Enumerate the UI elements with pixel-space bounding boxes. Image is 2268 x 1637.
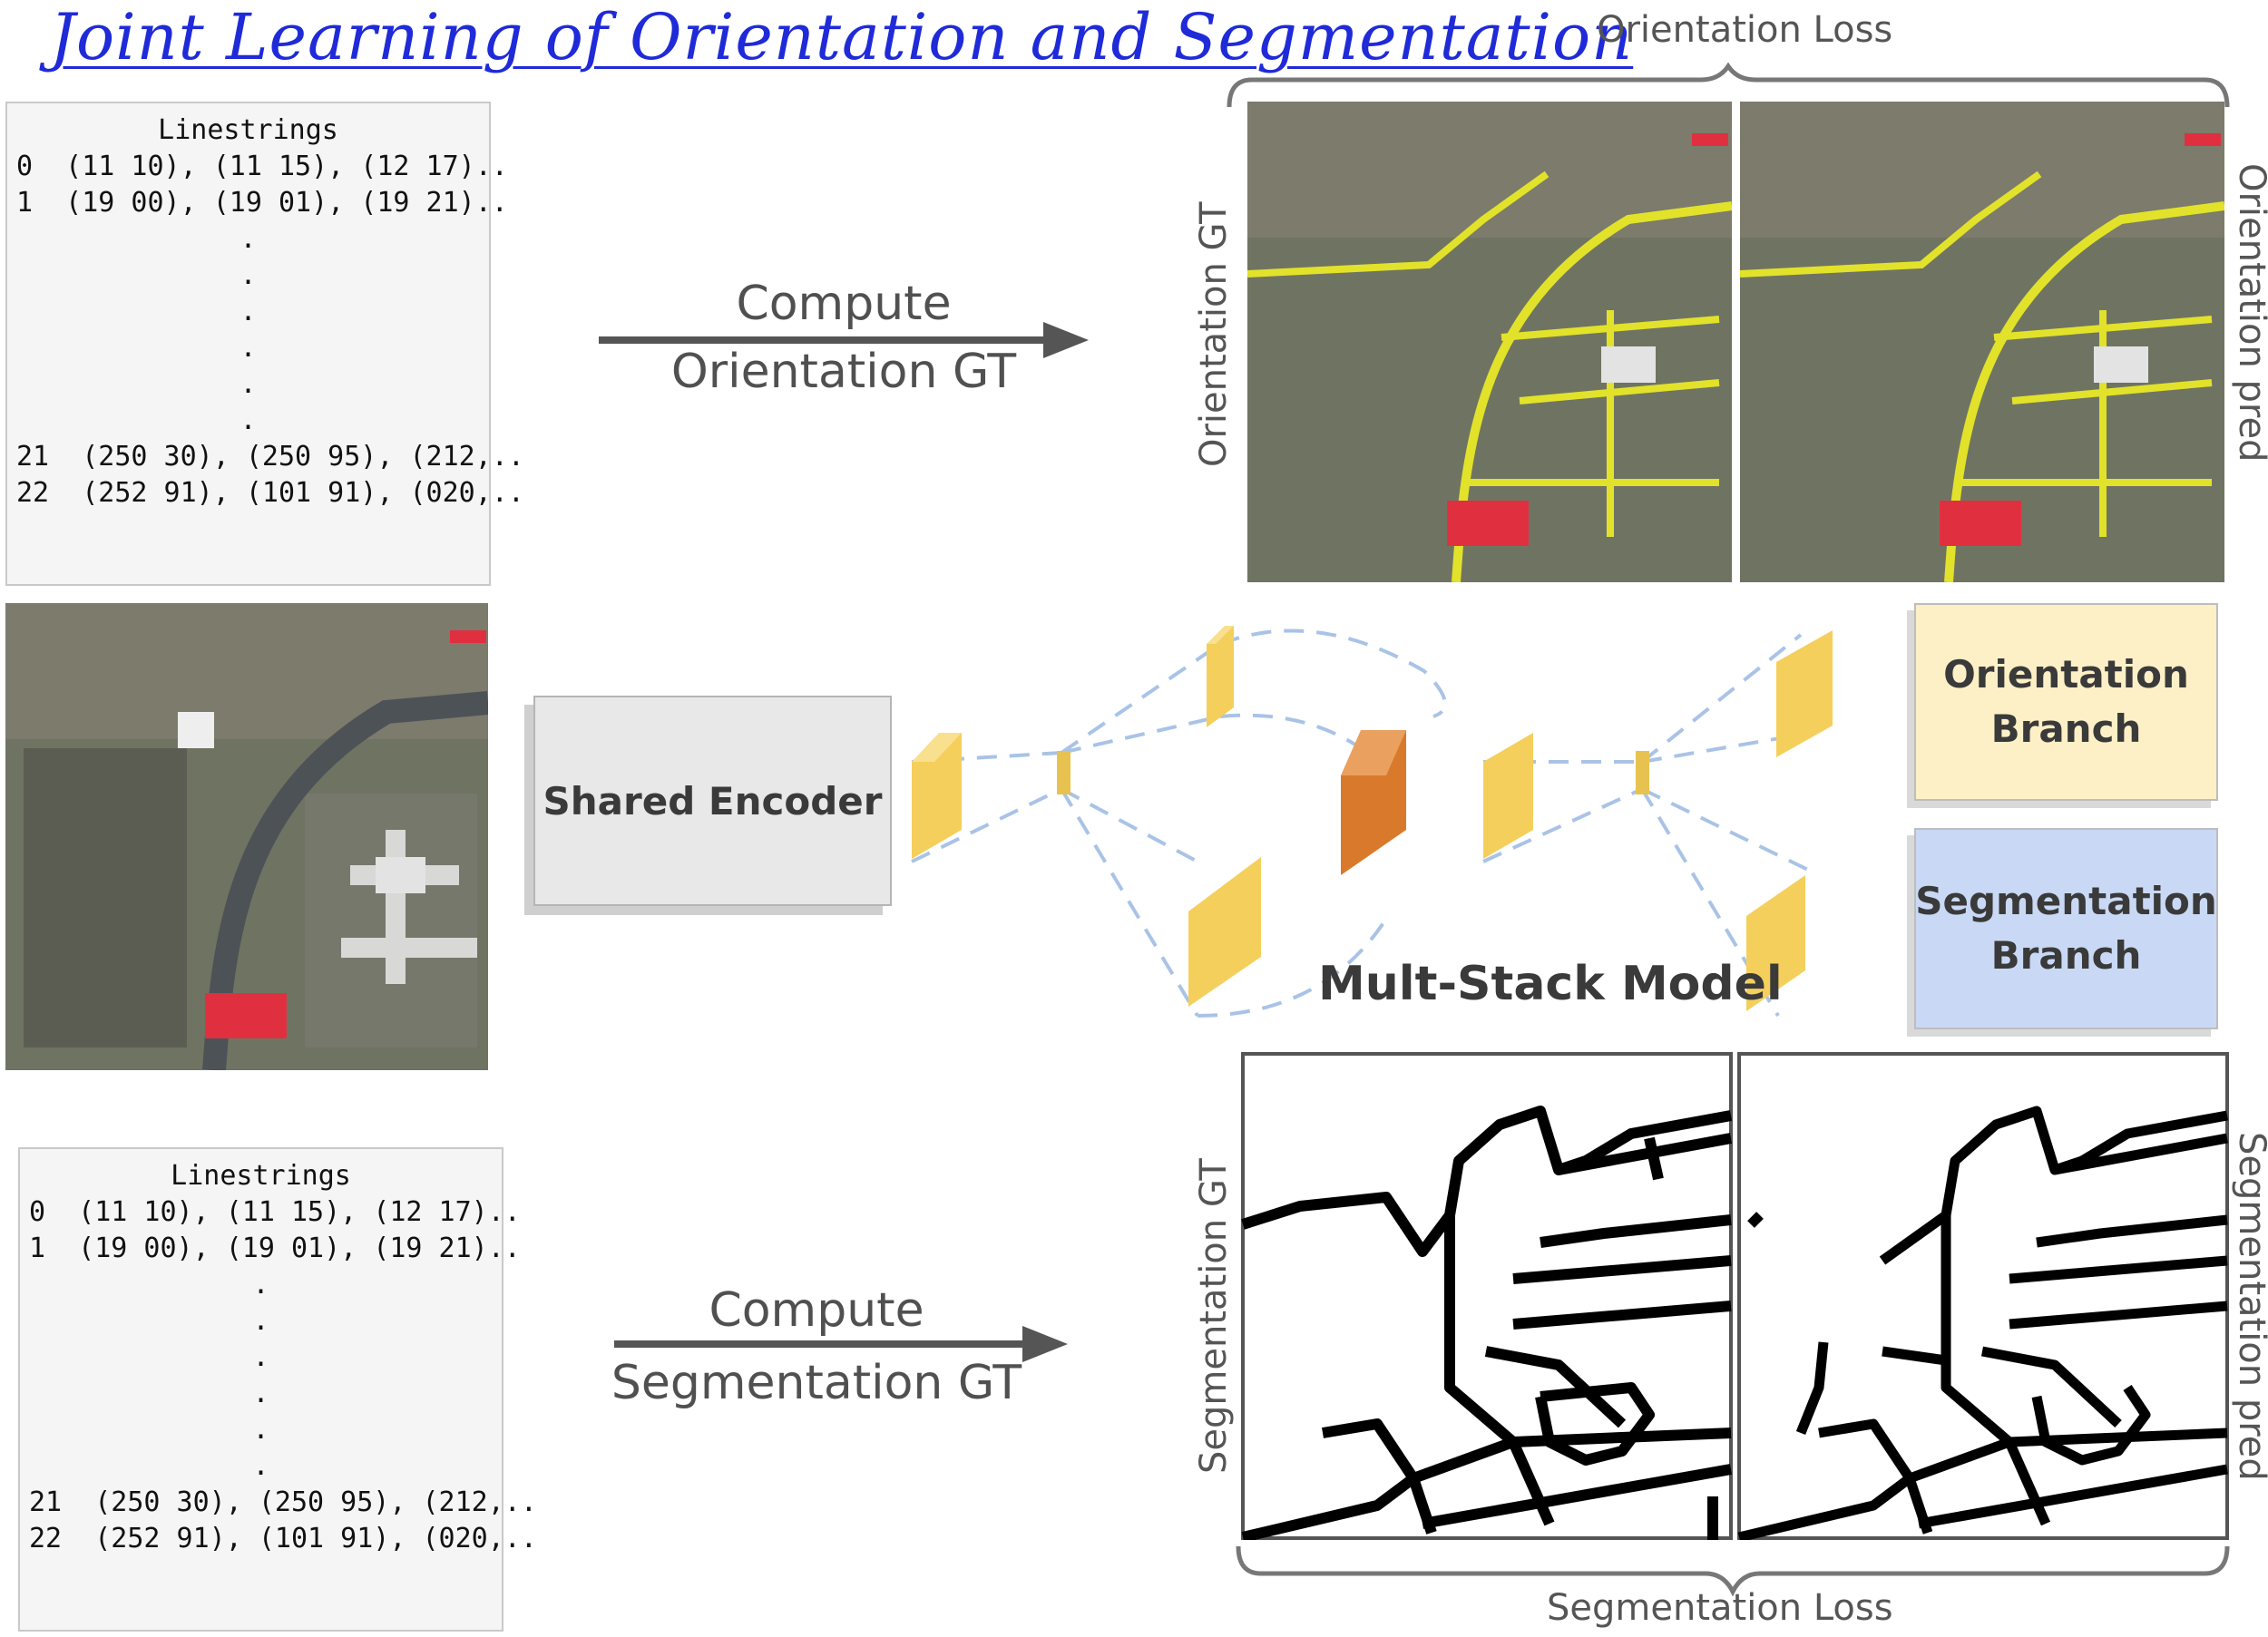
linestrings-table-top: Linestrings 0 (11 10), (11 15), (12 17).… <box>5 102 524 586</box>
ellipsis-dot: . <box>252 1414 269 1446</box>
ellipsis-dot: . <box>240 223 257 255</box>
segmentation-branch-block: Segmentation Branch <box>1914 828 2218 1029</box>
linestring-row: 22 (252 91), (101 91), (020,.. <box>29 1523 537 1554</box>
segmentation-gt-mask <box>1241 1052 1733 1540</box>
multi-stack-model-diagram <box>911 626 1833 1018</box>
ellipsis-dot: . <box>252 1341 269 1373</box>
orientation-loss-label: Orientation Loss <box>1597 9 1893 51</box>
ellipsis-dot: . <box>240 296 257 327</box>
orientation-gt-label: Orientation GT <box>1193 201 1235 467</box>
linestring-row: 0 (11 10), (11 15), (12 17).. <box>29 1196 521 1228</box>
linestrings-header: Linestrings <box>171 1160 351 1192</box>
linestring-row: 1 (19 00), (19 01), (19 21).. <box>29 1233 521 1264</box>
linestring-row: 22 (252 91), (101 91), (020,.. <box>16 477 524 509</box>
compute-segmentation-label-2: Segmentation GT <box>590 1351 1043 1415</box>
orientation-pred-image <box>1740 102 2224 582</box>
compute-orientation-label: Compute <box>617 272 1070 336</box>
arrow-label-line1: Compute <box>709 1283 924 1338</box>
ellipsis-dot: . <box>252 1269 269 1301</box>
ellipsis-dot: . <box>240 404 257 436</box>
linestrings-header: Linestrings <box>158 114 338 146</box>
compute-segmentation-arrow <box>614 1326 1068 1362</box>
ellipsis-dot: . <box>240 332 257 364</box>
ellipsis-dot: . <box>240 368 257 400</box>
arrow-label-line2: Orientation GT <box>670 345 1017 399</box>
ellipsis-dot: . <box>252 1305 269 1337</box>
satellite-input-image <box>5 603 488 1070</box>
linestring-row: 0 (11 10), (11 15), (12 17).. <box>16 151 508 182</box>
segmentation-branch-line1: Segmentation <box>1915 879 2217 923</box>
linestring-row: 21 (250 30), (250 95), (212,.. <box>29 1486 537 1518</box>
orientation-branch-block: Orientation Branch <box>1914 603 2218 801</box>
orientation-pred-label: Orientation pred <box>2231 163 2268 463</box>
orientation-loss-brace <box>1227 62 2230 108</box>
orientation-branch-line1: Orientation <box>1943 652 2189 697</box>
segmentation-gt-label: Segmentation GT <box>1193 1158 1235 1474</box>
page-title: Joint Learning of Orientation and Segmen… <box>50 0 1634 74</box>
linestrings-table-bottom: Linestrings 0 (11 10), (11 15), (12 17).… <box>18 1147 537 1632</box>
ellipsis-dot: . <box>240 259 257 291</box>
compute-segmentation-label: Compute <box>590 1279 1043 1342</box>
segmentation-pred-mask <box>1737 1052 2229 1540</box>
segmentation-loss-brace <box>1236 1545 2230 1596</box>
linestring-row: 21 (250 30), (250 95), (212,.. <box>16 441 524 473</box>
orientation-branch-line2: Branch <box>1990 706 2142 751</box>
multi-stack-model-label: Mult-Stack Model <box>1318 957 1783 1011</box>
segmentation-branch-line2: Branch <box>1990 933 2142 978</box>
ellipsis-dot: . <box>252 1450 269 1482</box>
arrow-label-line1: Compute <box>736 277 952 331</box>
arrow-label-line2: Segmentation GT <box>611 1356 1022 1410</box>
segmentation-loss-label: Segmentation Loss <box>1547 1587 1893 1629</box>
compute-orientation-label-2: Orientation GT <box>617 340 1070 404</box>
shared-encoder-block: Shared Encoder <box>533 696 892 906</box>
compute-orientation-arrow <box>599 322 1089 358</box>
orientation-gt-image <box>1247 102 1732 582</box>
ellipsis-dot: . <box>252 1378 269 1409</box>
linestring-row: 1 (19 00), (19 01), (19 21).. <box>16 187 508 219</box>
segmentation-pred-label: Segmentation pred <box>2231 1132 2268 1481</box>
